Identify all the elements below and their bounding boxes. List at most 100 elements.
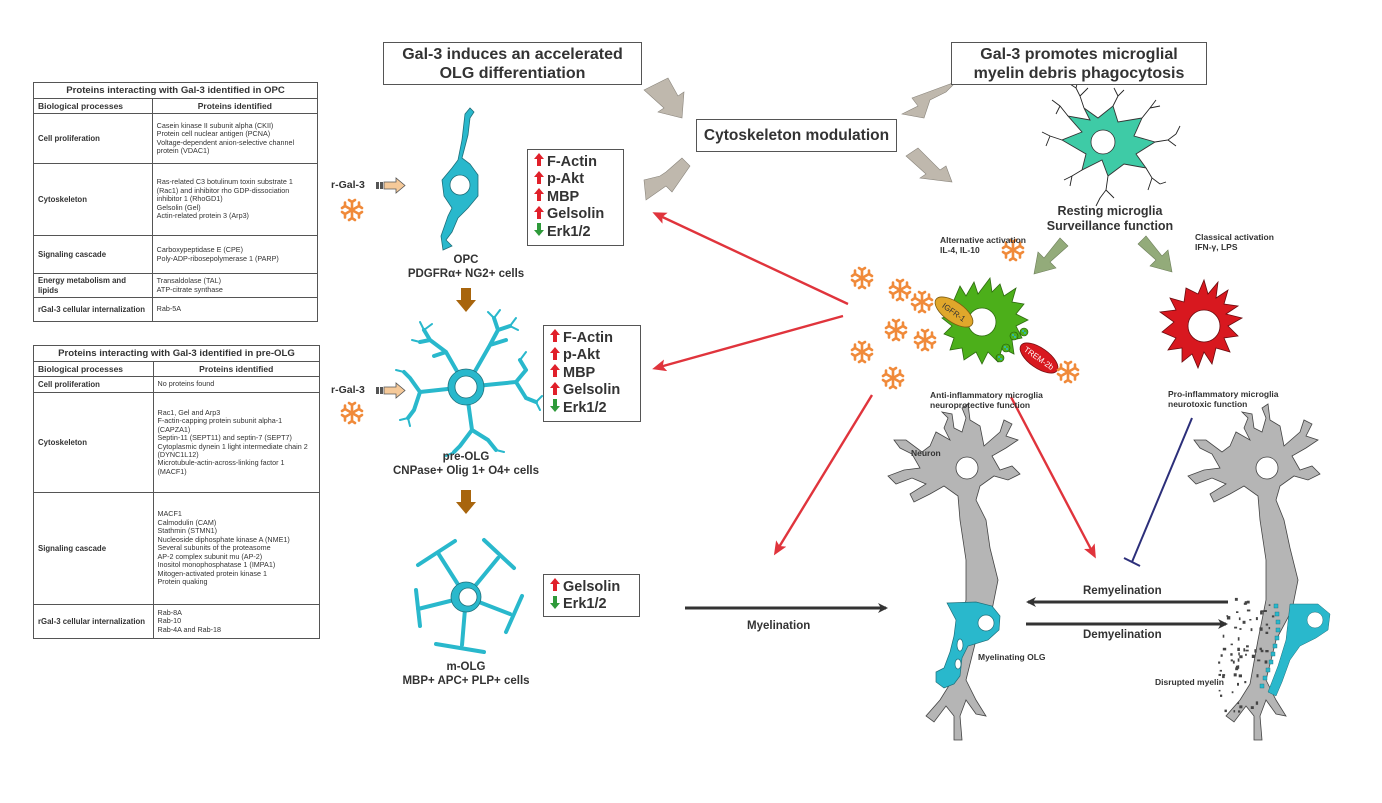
debris-particle xyxy=(1230,659,1233,662)
debris-particle xyxy=(1259,647,1262,651)
debris-particle xyxy=(1237,682,1239,686)
debris-particle xyxy=(1237,637,1240,641)
myelinated-neuron-icon xyxy=(887,403,1021,741)
debris-particle xyxy=(1250,628,1253,632)
up-arrow-icon xyxy=(534,153,544,171)
preolg-stage-label: pre-OLG CNPase+ Olig 1+ O4+ cells xyxy=(392,451,540,477)
resting-microglia-label: Resting microglia Surveillance function xyxy=(1046,204,1174,233)
trem2b-receptor: TREM-2b xyxy=(1019,342,1059,374)
table-row: Signaling cascade MACF1 Calmodulin (CAM)… xyxy=(33,492,321,606)
protein-item: MACF1 xyxy=(157,509,182,519)
debris-particle xyxy=(1260,649,1264,653)
debris-particle xyxy=(1242,620,1246,624)
debris-particle xyxy=(1218,661,1221,664)
grey-arrow-to-microglia xyxy=(905,147,953,183)
rgal3-arrow-opc xyxy=(376,177,406,194)
opc-protein-table: Proteins interacting with Gal-3 identifi… xyxy=(33,82,319,323)
process-cell: Signaling cascade xyxy=(33,492,154,606)
effect-item: Erk1/2 xyxy=(534,223,623,241)
table-row: Cytoskeleton Rac1, Gel and Arp3 F-actin-… xyxy=(33,392,321,494)
debris-particle xyxy=(1238,617,1241,621)
grey-arrow-left-in xyxy=(643,77,685,119)
brown-arrow-preolg-to-molg xyxy=(456,490,476,514)
debris-particle xyxy=(1259,627,1263,631)
up-arrow-icon xyxy=(550,329,560,347)
protein-item: Rab-4A and Rab-18 xyxy=(157,624,222,634)
myelin-debris xyxy=(1218,597,1275,713)
rgal3-arrow-preolg xyxy=(376,382,406,399)
debris-particle xyxy=(1245,653,1247,656)
protein-item: Nucleoside diphosphate kinase A (NME1) xyxy=(157,534,290,544)
effect-item: F-Actin xyxy=(550,329,640,347)
process-cell: rGal-3 cellular internalization xyxy=(33,604,154,640)
demyelinated-neuron-icon xyxy=(1187,403,1331,741)
gal3-molecule-icon xyxy=(340,198,364,222)
grey-arrow-right-in xyxy=(901,79,959,119)
debris-particle xyxy=(1238,674,1242,678)
debris-particle xyxy=(1271,615,1275,618)
protein-item: Rab-5A xyxy=(156,304,182,314)
protein-item: Several subunits of the proteasome xyxy=(157,543,271,553)
table-row: Signaling cascade Carboxypeptidase E (CP… xyxy=(33,235,319,275)
up-arrow-icon xyxy=(550,578,560,596)
brown-arrows xyxy=(456,288,476,514)
debris-particle xyxy=(1263,610,1267,612)
table-row: Cytoskeleton Ras-related C3 botulinum to… xyxy=(33,163,319,237)
process-cell: Cytoskeleton xyxy=(33,392,154,494)
protein-item: Transaldolase (TAL) xyxy=(156,276,221,286)
protein-item: Voltage-dependent anion-selective channe… xyxy=(156,137,295,155)
protein-item: F-actin-capping protein subunit alpha-1 … xyxy=(157,416,283,434)
debris-particle xyxy=(1226,616,1231,620)
protein-item: Poly-ADP-ribosepolymerase 1 (PARP) xyxy=(156,253,279,263)
debris-particle xyxy=(1255,701,1259,705)
debris-particle xyxy=(1239,705,1243,709)
protein-item: Rab-10 xyxy=(157,616,182,626)
demyelination-label: Demyelination xyxy=(1083,629,1162,641)
remyelination-label: Remyelination xyxy=(1083,585,1162,597)
effect-item: Erk1/2 xyxy=(550,399,640,417)
debris-particle xyxy=(1238,710,1241,713)
table-header-proteins: Proteins identified xyxy=(151,97,319,115)
protein-item: Mitogen-activated protein kinase 1 xyxy=(157,568,267,578)
debris-particle xyxy=(1244,681,1247,684)
gal3-molecule-icon xyxy=(340,401,364,425)
debris-particle xyxy=(1233,710,1236,713)
preolg-table-title: Proteins interacting with Gal-3 identifi… xyxy=(33,345,320,361)
molg-cell-icon xyxy=(414,538,524,654)
red-arrows xyxy=(652,212,1096,559)
debris-particle xyxy=(1230,653,1233,656)
down-arrow-icon xyxy=(534,223,544,241)
debris-particle xyxy=(1243,648,1246,652)
rgal3-label-opc: r-Gal-3 xyxy=(331,179,365,191)
debris-particle xyxy=(1237,647,1240,651)
debris-particle xyxy=(1255,617,1258,621)
protein-item: Calmodulin (CAM) xyxy=(157,517,217,527)
debris-particle xyxy=(1246,609,1251,612)
classical-activation-arrow xyxy=(1137,235,1173,273)
cytoskeleton-modulation-box: Cytoskeleton modulation xyxy=(696,119,897,152)
debris-particle xyxy=(1220,654,1223,657)
title-line: OLG differentiation xyxy=(439,65,586,82)
anti-inflammatory-microglia-icon xyxy=(941,276,1029,365)
debris-particle xyxy=(1256,674,1259,678)
debris-particle xyxy=(1218,673,1221,676)
up-arrow-icon xyxy=(534,170,544,189)
effect-item: Gelsolin xyxy=(550,381,640,400)
alternative-activation-arrow xyxy=(1033,237,1069,275)
rgal3-label-preolg: r-Gal-3 xyxy=(331,384,365,396)
protein-item: Microtubule-actin-across-linking factor … xyxy=(157,458,285,476)
neuron-label: Neuron xyxy=(911,448,941,458)
resting-microglia-icon xyxy=(1041,79,1181,207)
debris-particle xyxy=(1231,691,1234,694)
table-row: rGal-3 cellular internalization Rab-5A xyxy=(33,297,319,323)
debris-particle xyxy=(1239,655,1243,659)
proteins-cell: Rab-8A Rab-10 Rab-4A and Rab-18 xyxy=(152,604,321,640)
effect-item: Gelsolin xyxy=(550,578,639,596)
pro-inflammatory-label: Pro-inflammatory microglia neurotoxic fu… xyxy=(1168,389,1279,409)
preolg-effects-box: F-Actin p-Akt MBP Gelsolin Erk1/2 xyxy=(543,325,641,422)
debris-particle xyxy=(1245,649,1249,652)
igfr1-receptor: IGFR-1 xyxy=(934,296,974,328)
table-row: Cell proliferation No proteins found xyxy=(33,376,321,394)
debris-particle xyxy=(1237,702,1240,705)
process-cell: rGal-3 cellular internalization xyxy=(33,297,153,323)
